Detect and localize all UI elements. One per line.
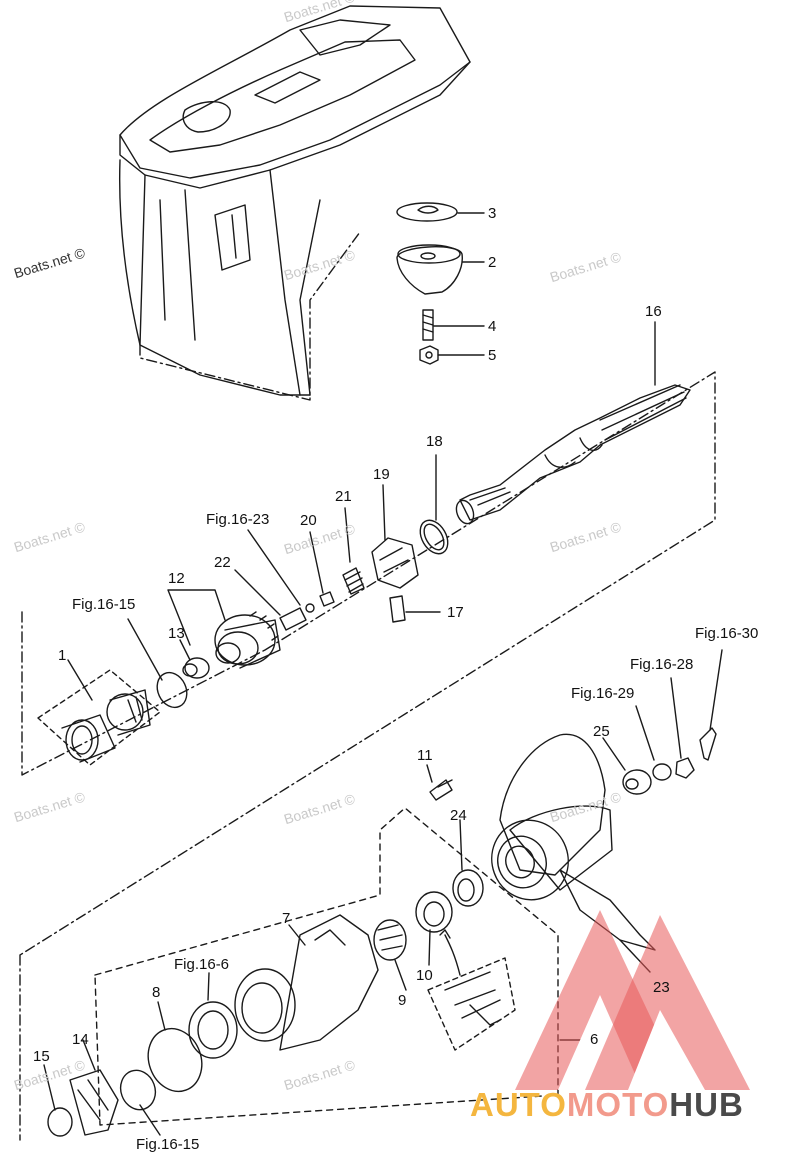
label-part-2: 2 (488, 254, 497, 271)
label-part-14: 14 (72, 1031, 89, 1048)
bolt-11 (429, 779, 453, 801)
label-part-20: 20 (300, 512, 317, 529)
label-part-5: 5 (488, 347, 497, 364)
arrow-to-seal (439, 929, 461, 976)
upper-module-frame (19, 371, 716, 956)
label-fig-16-29: Fig.16-29 (571, 685, 635, 702)
leader-lines-anode (433, 212, 485, 356)
label-part-13: 13 (168, 625, 185, 642)
label-part-16: 16 (645, 303, 662, 320)
lower-casing (118, 5, 471, 396)
label-part-15: 15 (33, 1048, 50, 1065)
label-fig-16-23: Fig.16-23 (206, 511, 270, 528)
prop-hardware (415, 727, 717, 933)
automotohub-logo: AUTOMOTOHUB (470, 1086, 744, 1124)
label-part-7: 7 (282, 910, 291, 927)
label-part-11: 11 (417, 747, 433, 764)
label-fig-16-15-bottom: Fig.16-15 (136, 1136, 200, 1153)
label-part-1: 1 (58, 647, 67, 664)
label-part-17: 17 (447, 604, 464, 621)
anode-assembly (396, 202, 463, 365)
label-part-8: 8 (152, 984, 161, 1001)
label-part-3: 3 (488, 205, 497, 222)
label-part-23: 23 (653, 979, 670, 996)
label-part-12: 12 (168, 570, 185, 587)
logo-moto: MOTO (566, 1086, 670, 1123)
label-part-6: 6 (590, 1031, 599, 1048)
label-part-25: 25 (593, 723, 610, 740)
label-fig-16-6: Fig.16-6 (174, 956, 230, 973)
label-part-22: 22 (214, 554, 231, 571)
casing-outline (139, 231, 361, 401)
logo-auto: AUTO (470, 1086, 567, 1123)
shim-group-6 (427, 957, 516, 1051)
bearing-housing (47, 914, 407, 1137)
propeller (491, 733, 656, 951)
automotohub-logo-mark (515, 910, 750, 1090)
clutch-parts (279, 519, 449, 631)
bearing-group-1 (61, 689, 151, 763)
label-part-24: 24 (450, 807, 467, 824)
forward-gear (182, 611, 281, 679)
label-part-19: 19 (373, 466, 390, 483)
o-ring-fig1615-top (156, 671, 188, 709)
bottom-module-frame (94, 807, 559, 1126)
label-part-9: 9 (398, 992, 407, 1009)
label-part-4: 4 (488, 318, 497, 335)
label-part-18: 18 (426, 433, 443, 450)
logo-hub: HUB (669, 1086, 744, 1123)
label-fig-16-15-top: Fig.16-15 (72, 596, 136, 613)
label-part-10: 10 (416, 967, 433, 984)
label-fig-16-30: Fig.16-30 (695, 625, 759, 642)
label-part-21: 21 (335, 488, 352, 505)
label-fig-16-28: Fig.16-28 (630, 656, 694, 673)
drive-shaft (455, 384, 691, 525)
